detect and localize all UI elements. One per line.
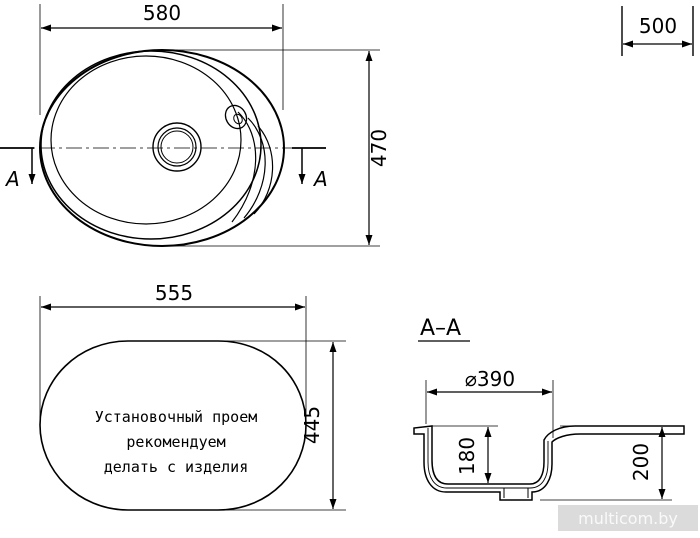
top-view [0,4,380,247]
sink-bowl-inner [50,55,242,225]
watermark: multicom.by [578,509,678,528]
width-555-label: 555 [155,281,193,305]
width-580-label: 580 [143,1,181,25]
cutout-note-line-2: рекомендуем [126,433,225,451]
drainer-rib-2 [243,117,266,219]
box-500-label: 500 [639,14,677,38]
diameter-390-label: ⌀390 [465,367,515,391]
cutout-note-line-3: делать с изделия [104,458,249,476]
overflow-inner [233,113,243,125]
drainer-rib-3 [253,125,274,215]
overflow-opening [224,104,248,130]
height-200-label: 200 [629,443,653,481]
section-inner-profile [427,428,549,489]
drain-inner [157,127,197,167]
drain-outer [152,122,202,172]
sink-bowl-outer [40,50,262,240]
section-view [413,380,685,501]
drain-hole [160,130,194,164]
height-445-label: 445 [300,406,324,444]
height-470-label: 470 [367,129,391,167]
watermark-backdrop [558,505,698,531]
section-mark-right: A [312,167,328,191]
box-dimension [621,6,694,56]
section-title: A–A [420,316,461,341]
drainer-rib-1 [231,111,257,223]
cutout-note-line-1: Установочный проем [95,408,258,426]
depth-180-label: 180 [455,437,479,475]
section-mark-left: A [4,167,20,191]
cutout-view [39,296,346,511]
section-outer-profile [413,425,685,501]
